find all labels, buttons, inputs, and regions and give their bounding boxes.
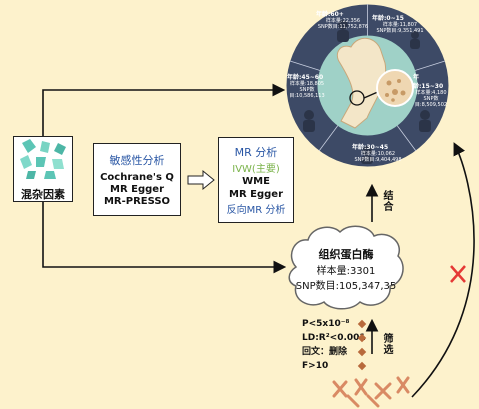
tissue-text: 组织蛋白酶 样本量:3301 SNP数目:105,347,35 (291, 246, 401, 292)
filter-ld: LD:R²<0.001 (302, 333, 366, 343)
mr-ivw: IVW(主要) (232, 164, 280, 175)
mr-title: MR 分析 (234, 146, 278, 159)
segment-sample: 样本量:10,062 (360, 151, 396, 157)
crystal-icon (20, 139, 66, 179)
segment-sample: 样本量:11,807 (382, 22, 418, 28)
filter-f: F>10 (302, 361, 329, 371)
segment-0-15: 年龄:0~15 样本量:11,807 SNP数目:9,351,491 (372, 13, 428, 34)
segment-age: 年龄:30~45 (352, 144, 389, 151)
confounders-box (13, 136, 73, 202)
arrow-sens-to-mr (187, 169, 215, 191)
segment-snp: SNP数目:11,752,876 (317, 24, 369, 30)
red-x-icon (450, 265, 466, 283)
people-icons (303, 20, 431, 164)
segment-age: 年龄:45~60 (287, 74, 324, 81)
segment-age: 年龄:0~15 (372, 15, 404, 22)
bone-texture-icon (376, 69, 414, 107)
reverse-curve (411, 142, 475, 398)
filter-palindrome: 回文：删除 (302, 347, 348, 357)
segment-60plus: 年龄:60+ 样本量:22,356 SNP数目:11,752,876 (316, 9, 370, 30)
mr-analysis-box: MR 分析 IVW(主要) WME MR Egger 反向MR 分析 (218, 137, 294, 223)
mr-wme: WME (242, 176, 270, 187)
segment-sample: 样本量:4,180 (415, 90, 447, 96)
sensitivity-line: Cochrane's Q (100, 172, 174, 183)
tissue-snps: SNP数目:105,347,35 (295, 281, 397, 292)
segment-snp: SNP数目:10,586,113 (289, 87, 325, 99)
segment-sample: 样本量:22,356 (325, 18, 361, 24)
arrow-to-tissue (42, 202, 287, 274)
sensitivity-title: 敏感性分析 (109, 154, 165, 167)
tissue-samples: 样本量:3301 (316, 266, 376, 277)
segment-15-30: 年龄:15~30 样本量:4,180 SNP数目:8,509,502 (413, 72, 449, 108)
segment-snp: SNP数目:9,351,491 (376, 28, 424, 34)
bmd-circle (286, 4, 449, 167)
mr-egger: MR Egger (229, 189, 283, 200)
segment-age: 年龄:60+ (316, 11, 344, 18)
tissue-blob (288, 225, 404, 310)
segment-snp: SNP数目:9,404,498 (354, 157, 402, 163)
confounders-label: 混杂因素 (21, 188, 65, 201)
filter-criteria: P<5x10⁻⁸ LD:R²<0.001 回文：删除 F>10 (302, 317, 368, 373)
segment-snp: SNP数目:8,509,502 (414, 96, 448, 108)
segment-30-45: 年龄:30~45 样本量:10,062 SNP数目:9,404,498 (352, 142, 404, 163)
segment-45-60: 年龄:45~60 样本量:18,805 SNP数目:10,586,113 (287, 72, 327, 99)
arrow-to-bmd (42, 83, 286, 136)
sensitivity-line: MR-PRESSO (103, 196, 171, 207)
filter-p: P<5x10⁻⁸ (302, 319, 350, 329)
sensitivity-box: 敏感性分析 Cochrane's Q MR Egger MR-PRESSO (93, 143, 181, 216)
segment-age: 年龄:15~30 (413, 74, 444, 90)
tissue-title: 组织蛋白酶 (318, 248, 374, 261)
combine-label: 结合 (381, 190, 392, 212)
filter-diamond-icons (357, 319, 367, 371)
filter-label: 筛选 (381, 333, 392, 355)
segment-sample: 样本量:18,805 (289, 81, 325, 87)
mr-reverse: 反向MR 分析 (226, 205, 286, 216)
sensitivity-line: MR Egger (110, 184, 164, 195)
chromosome-icon (332, 376, 410, 408)
